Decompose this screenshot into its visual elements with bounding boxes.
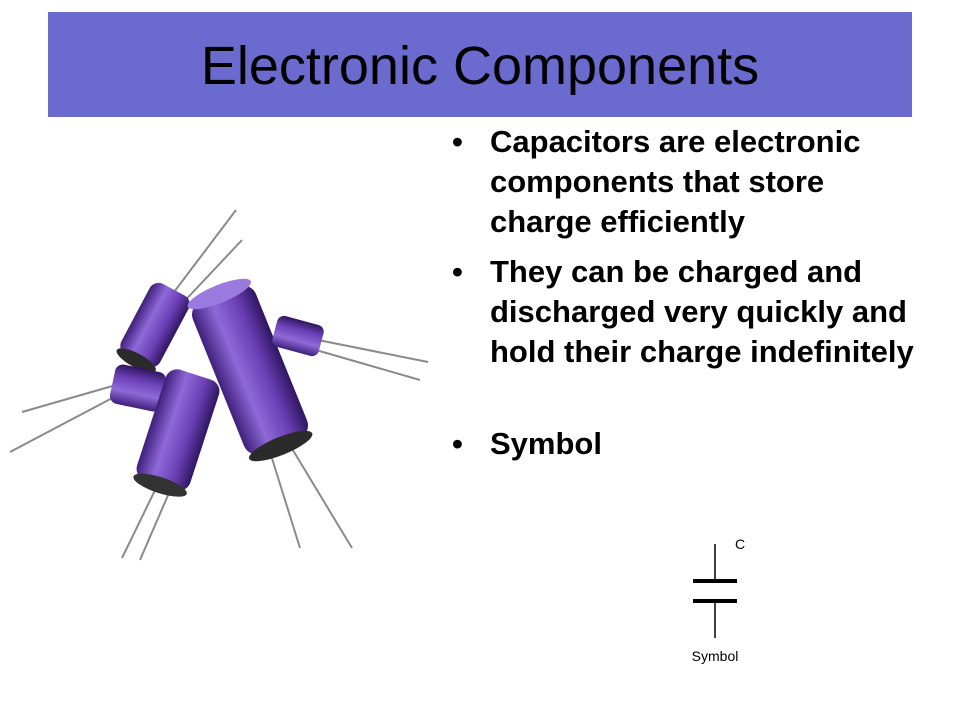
capacitor-medium [133,369,220,497]
title-bar: Electronic Components [48,12,912,117]
capacitor-leads [9,209,429,561]
capacitor-small-left [109,364,167,412]
bullet-list: • Capacitors are electronic components t… [452,120,922,464]
bullet-marker: • [452,124,463,159]
bullet-text: Capacitors are electronic components tha… [490,124,861,239]
bullet-text: Symbol [490,426,602,461]
bullet-item: • Capacitors are electronic components t… [452,122,922,242]
bullet-item: • Symbol [452,424,922,464]
capacitor-large [187,278,313,462]
bullet-marker: • [452,254,463,289]
capacitor-small-top [116,282,190,373]
bullet-marker: • [452,426,463,461]
capacitor-small-right [272,315,324,357]
slide-title: Electronic Components [200,36,760,96]
symbol-bottom-label: Symbol [692,648,739,664]
bullet-text: They can be charged and discharged very … [490,254,914,369]
bullet-item: • They can be charged and discharged ver… [452,252,922,372]
capacitor-symbol: C Symbol [692,536,745,664]
capacitors-photo [9,209,429,561]
symbol-top-label: C [735,536,745,552]
